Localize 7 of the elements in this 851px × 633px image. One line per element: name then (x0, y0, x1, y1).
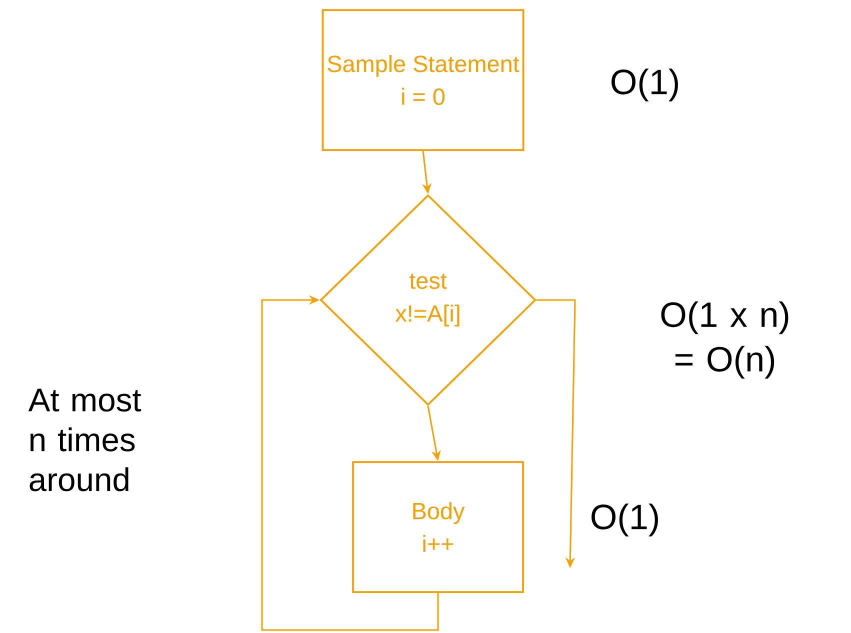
loop-note: At most n times around (28, 388, 142, 492)
arrow (261, 295, 439, 631)
complexity-note: O(1 x n) = O(n) (661, 301, 788, 379)
complexity-note: O(1) (592, 504, 658, 536)
complexity-note: O(1) (612, 68, 678, 102)
process-box: Body i++ (352, 461, 524, 593)
process-box: Sample Statement i = 0 (322, 9, 524, 151)
